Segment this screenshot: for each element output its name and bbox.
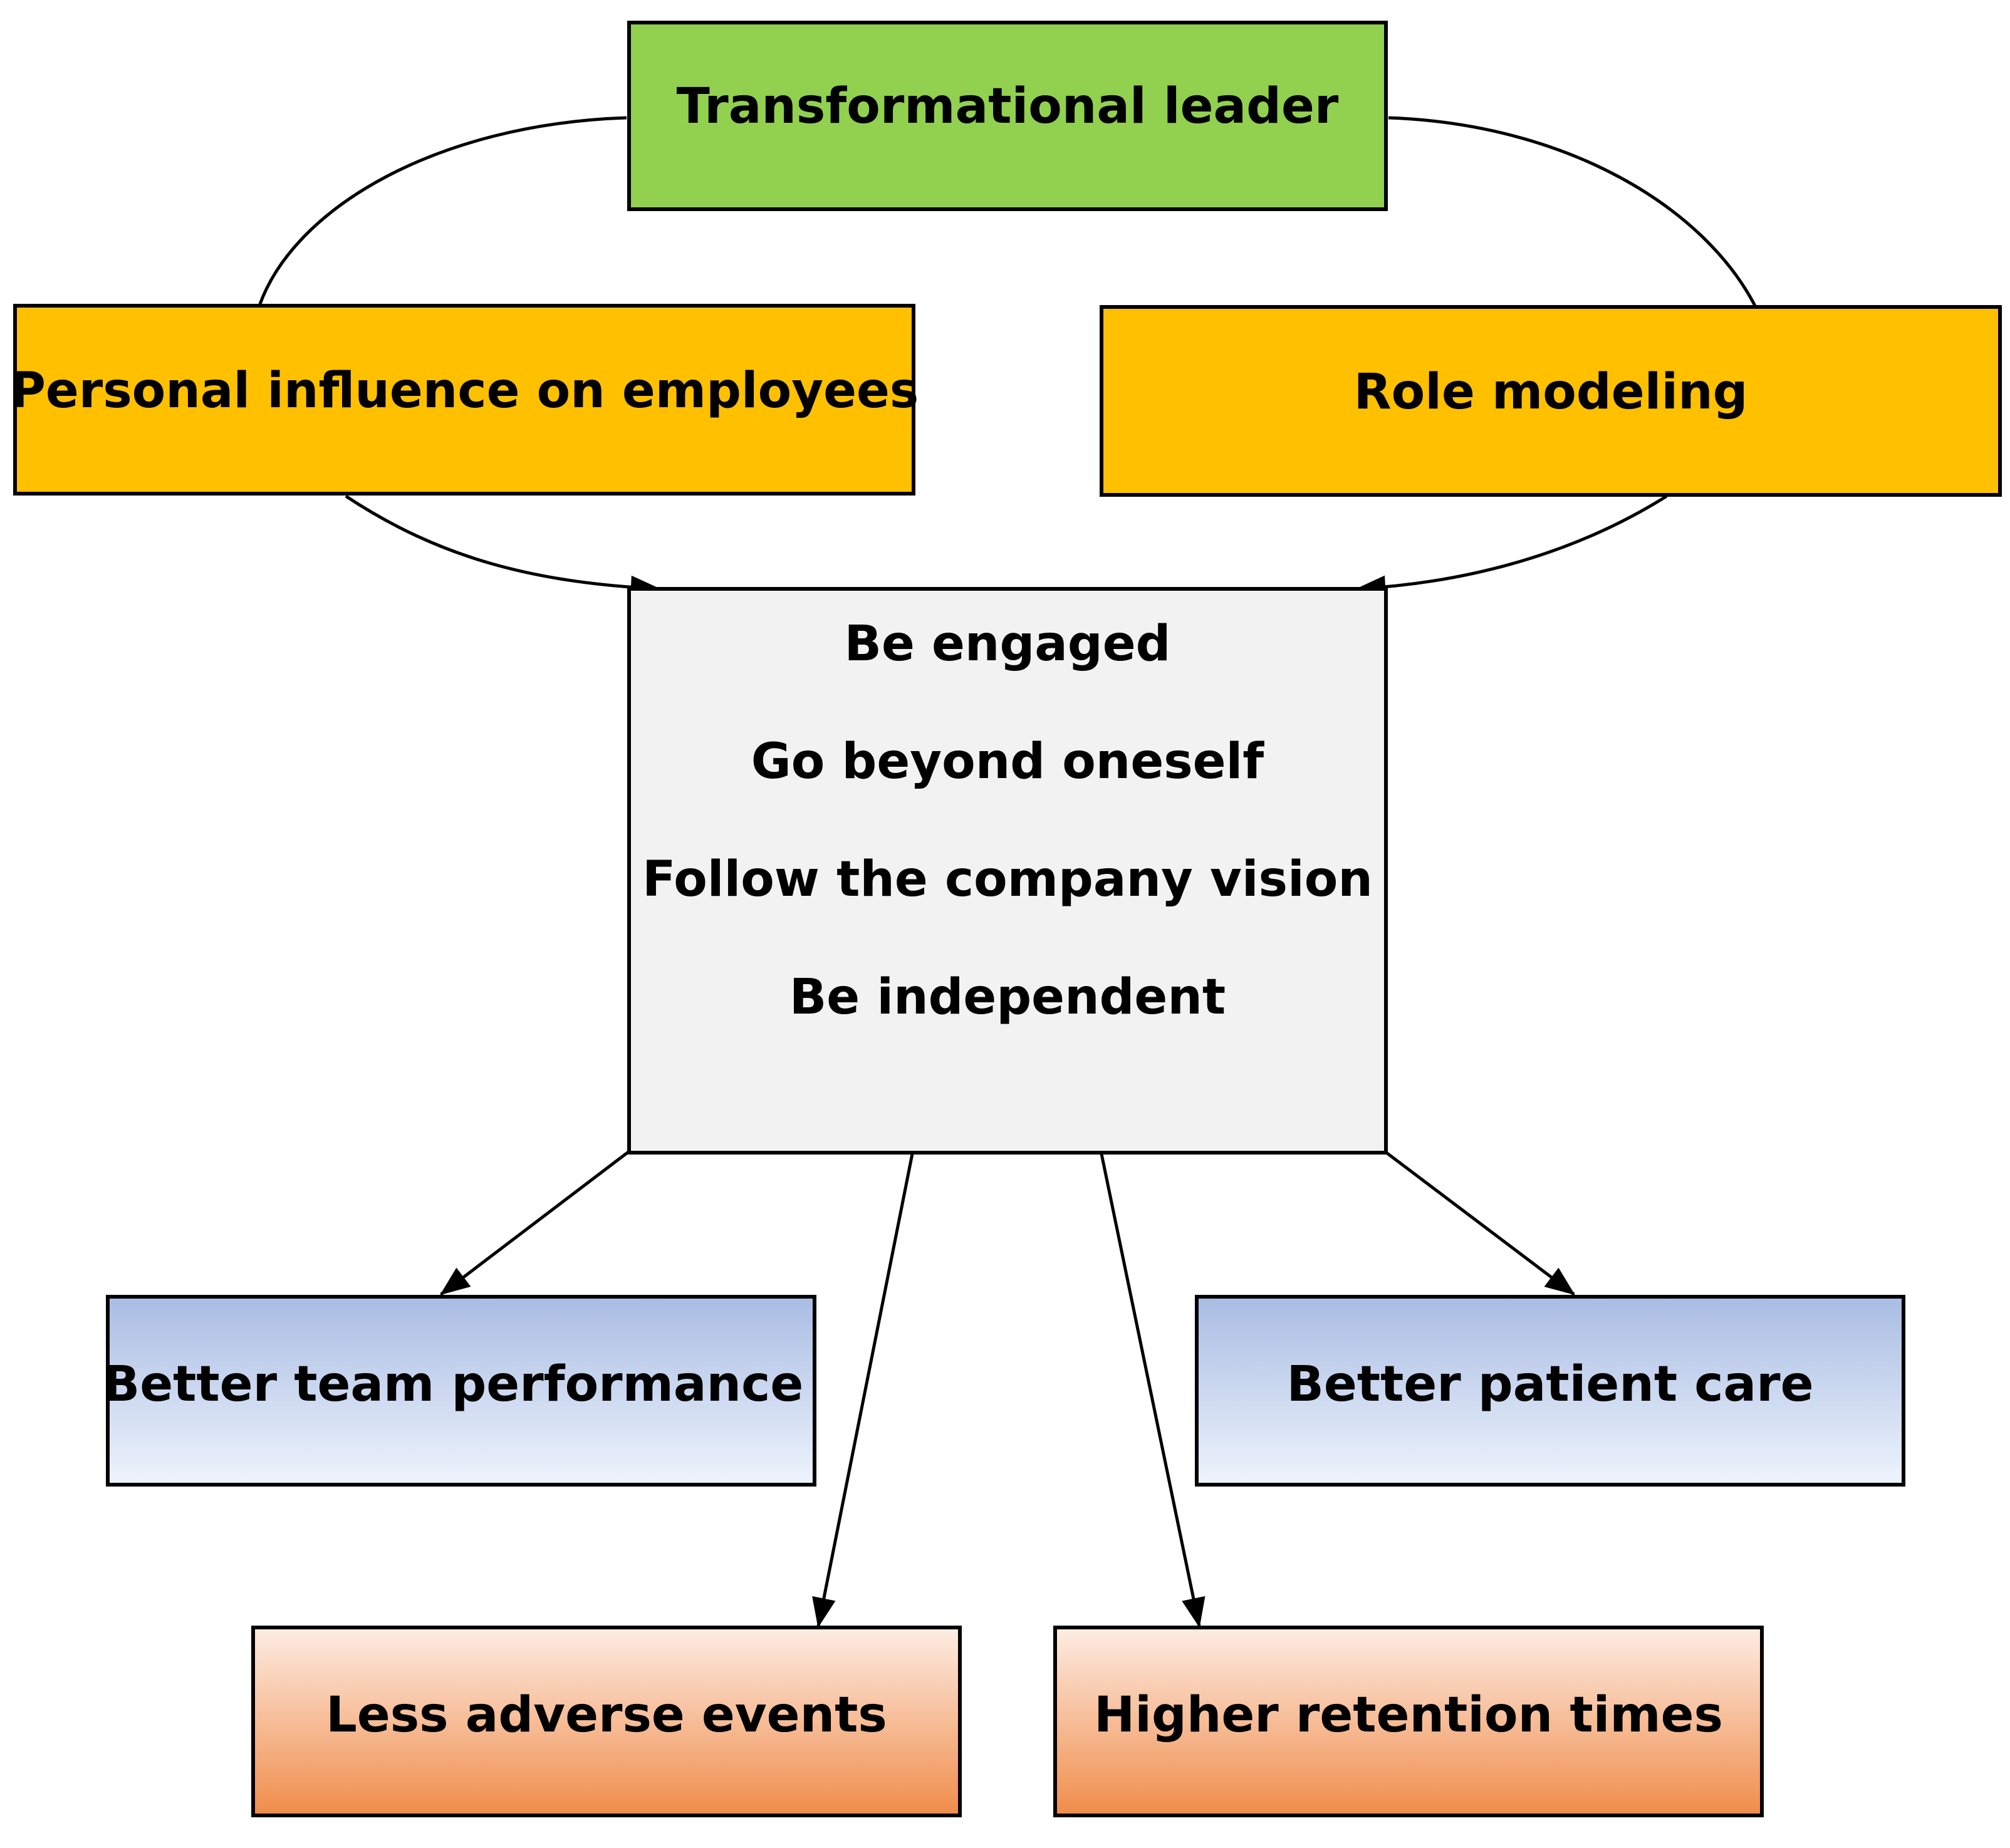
node-label: Higher retention times <box>1094 1687 1723 1743</box>
behavior-line: Follow the company vision <box>642 851 1373 908</box>
node-label: Less adverse events <box>326 1687 887 1743</box>
arrow-to-team-performance <box>440 1150 630 1295</box>
node-label: Better team performance <box>103 1356 803 1413</box>
arrow-to-adverse-events <box>812 1153 914 1628</box>
arrow-role-to-behaviors <box>1355 494 1668 600</box>
connector-leader-to-influence <box>258 116 627 306</box>
node-less-adverse-events: Less adverse events <box>251 1626 962 1817</box>
arrow-influence-to-behaviors <box>345 494 661 600</box>
node-personal-influence: Personal influence on employees <box>10 304 919 496</box>
node-better-patient-care: Better patient care <box>1195 1295 1905 1487</box>
arrow-to-retention-times <box>1100 1153 1205 1628</box>
behavior-line: Go beyond oneself <box>751 734 1265 790</box>
node-higher-retention-times: Higher retention times <box>1053 1626 1764 1817</box>
node-label: Personal influence on employees <box>10 363 919 419</box>
node-role-modeling: Role modeling <box>1100 305 2002 497</box>
node-transformational-leader: Transformational leader <box>627 21 1388 211</box>
node-label: Better patient care <box>1286 1356 1813 1413</box>
node-behaviors: Be engaged Go beyond oneself Follow the … <box>627 587 1388 1155</box>
node-label: Role modeling <box>1354 364 1748 420</box>
connector-leader-to-role <box>1388 116 1757 308</box>
behavior-line: Be independent <box>789 969 1226 1025</box>
node-better-team-performance: Better team performance <box>103 1295 816 1487</box>
node-label: Transformational leader <box>677 78 1339 135</box>
arrow-to-patient-care <box>1383 1150 1575 1295</box>
behavior-line: Be engaged <box>845 616 1171 672</box>
